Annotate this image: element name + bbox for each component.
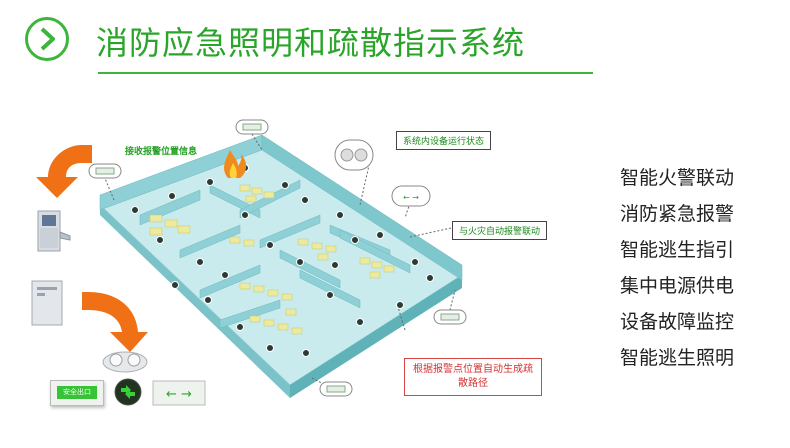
system-status-callout: 系统内设备运行状态 <box>396 131 492 150</box>
emergency-lights <box>131 164 434 357</box>
title-underline <box>98 72 593 74</box>
fire-icon <box>224 150 247 178</box>
floor-edge-left <box>100 205 290 398</box>
badge-exit-left <box>88 163 122 179</box>
feature-item: 消防紧急报警 <box>620 203 735 225</box>
badge-exit-right <box>433 309 467 325</box>
twin-emergency-light <box>102 351 148 373</box>
svg-text:← →: ← → <box>166 387 192 402</box>
evacuation-route-callout: 根据报警点位置自动生成疏 散路径 <box>404 358 542 396</box>
feature-item: 集中电源供电 <box>620 275 735 297</box>
feature-item: 智能火警联动 <box>620 167 735 189</box>
feature-item: 智能逃生指引 <box>620 239 735 261</box>
badge-exit-bottom <box>319 381 353 397</box>
route-line-1: 根据报警点位置自动生成疏 <box>413 364 533 375</box>
device-badges: ← → <box>88 119 467 397</box>
arrow-direction-sign: ← → <box>152 380 206 406</box>
exit-sign: 安全出口 <box>50 380 104 406</box>
floor-edge-right <box>290 275 462 398</box>
badge-exit-top <box>235 119 269 135</box>
exit-sign-text: 安全出口 <box>57 386 97 399</box>
page-title: 消防应急照明和疏散指示系统 <box>96 24 526 62</box>
desks <box>149 184 395 335</box>
feature-item: 设备故障监控 <box>620 311 735 333</box>
svg-text:← →: ← → <box>403 193 419 202</box>
route-line-2: 散路径 <box>458 378 488 389</box>
feature-item: 智能逃生照明 <box>620 347 735 369</box>
orange-arrow-top <box>36 145 92 198</box>
badge-double-light <box>334 139 374 171</box>
control-cabinet <box>37 210 71 252</box>
badge-arrow-exit: ← → <box>391 185 431 207</box>
feature-list: 智能火警联动 消防紧急报警 智能逃生指引 集中电源供电 设备故障监控 智能逃生照… <box>620 160 734 376</box>
power-supply-box <box>31 280 63 326</box>
orange-arrow-bottom <box>82 292 148 352</box>
fire-linkage-callout: 与火灾自动报警联动 <box>452 221 548 240</box>
receive-alarm-label: 接收报警位置信息 <box>125 147 198 157</box>
round-exit-indicator <box>114 378 142 406</box>
chevron-right-icon <box>25 17 69 61</box>
curved-arrows <box>36 145 148 352</box>
wall-back-right <box>261 134 463 281</box>
